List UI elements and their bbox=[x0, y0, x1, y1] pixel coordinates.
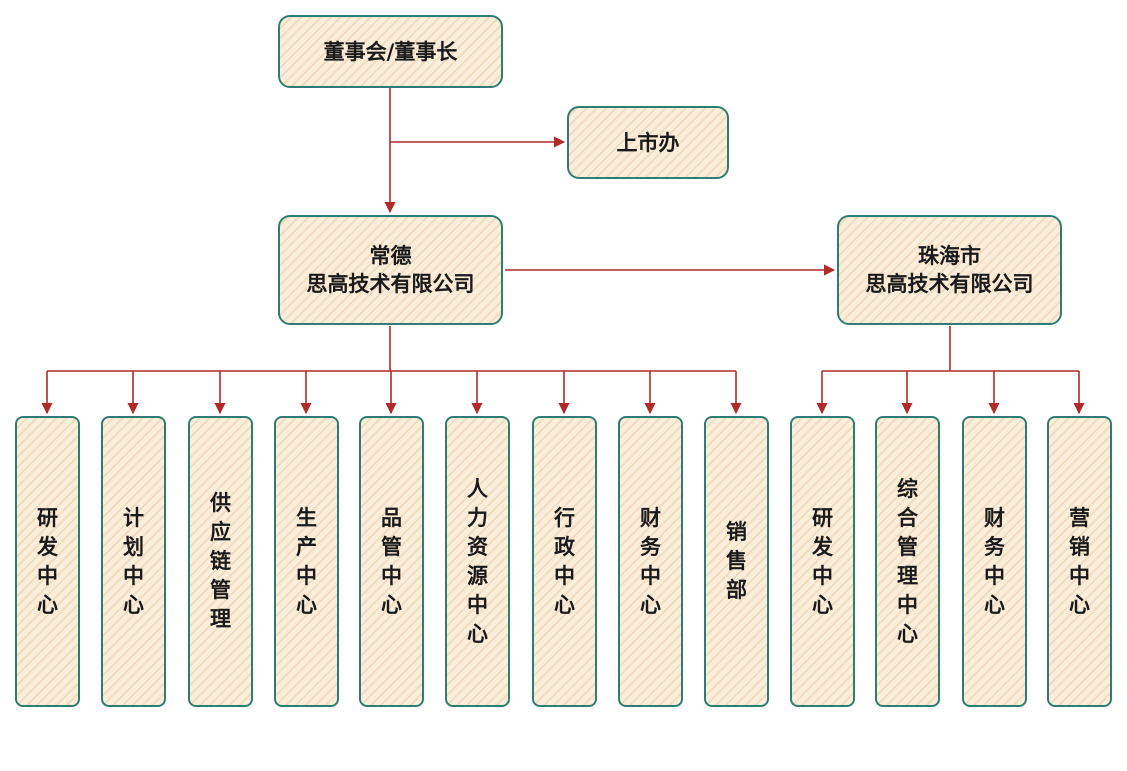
changde-dept-rd: 研发中心 bbox=[15, 416, 80, 707]
changde-dept-production-label: 生产中心 bbox=[296, 505, 317, 617]
zhuhai-dept-marketing-label: 营销中心 bbox=[1069, 505, 1090, 617]
zhuhai-dept-rd: 研发中心 bbox=[790, 416, 855, 707]
zhuhai-dept-finance-label: 财务中心 bbox=[984, 505, 1005, 617]
changde-dept-hr: 人力资源中心 bbox=[445, 416, 510, 707]
changde-dept-sales: 销售部 bbox=[704, 416, 769, 707]
changde-dept-rd-label: 研发中心 bbox=[37, 505, 58, 617]
changde-dept-production: 生产中心 bbox=[274, 416, 339, 707]
changde-dept-admin-label: 行政中心 bbox=[554, 505, 575, 617]
changde-dept-planning: 计划中心 bbox=[101, 416, 166, 707]
zhuhai-dept-rd-label: 研发中心 bbox=[812, 505, 833, 617]
listing-office-node: 上市办 bbox=[567, 106, 729, 179]
changde-dept-planning-label: 计划中心 bbox=[123, 505, 144, 617]
zhuhai-company-node: 珠海市 思高技术有限公司 bbox=[837, 215, 1062, 325]
changde-dept-quality: 品管中心 bbox=[359, 416, 424, 707]
zhuhai-dept-finance: 财务中心 bbox=[962, 416, 1027, 707]
changde-dept-hr-label: 人力资源中心 bbox=[467, 476, 488, 646]
changde-dept-finance: 财务中心 bbox=[618, 416, 683, 707]
changde-dept-supply-chain-label: 供应链管理 bbox=[210, 491, 231, 631]
board-node: 董事会/董事长 bbox=[278, 15, 503, 88]
changde-dept-quality-label: 品管中心 bbox=[381, 505, 402, 617]
changde-dept-admin: 行政中心 bbox=[532, 416, 597, 707]
changde-dept-sales-label: 销售部 bbox=[726, 520, 747, 602]
changde-dept-finance-label: 财务中心 bbox=[640, 505, 661, 617]
changde-dept-supply-chain: 供应链管理 bbox=[188, 416, 253, 707]
zhuhai-dept-general-management-label: 综合管理中心 bbox=[897, 476, 918, 646]
zhuhai-dept-marketing: 营销中心 bbox=[1047, 416, 1112, 707]
zhuhai-dept-general-management: 综合管理中心 bbox=[875, 416, 940, 707]
changde-company-node: 常德 思高技术有限公司 bbox=[278, 215, 503, 325]
